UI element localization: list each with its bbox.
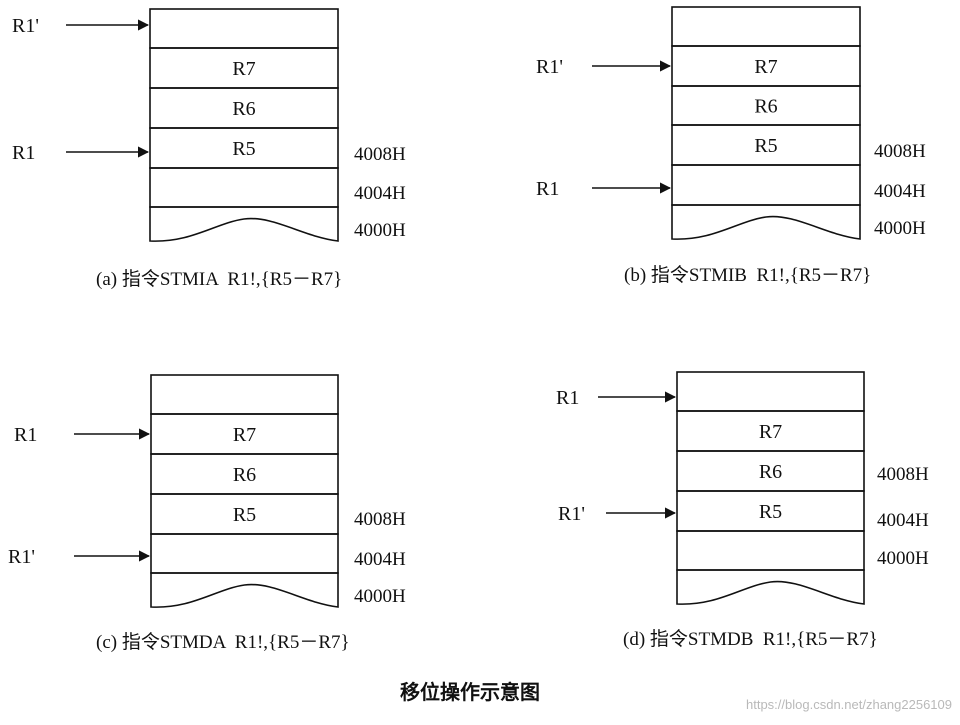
memory-cell bbox=[149, 8, 339, 49]
cell-label: R7 bbox=[754, 56, 777, 78]
cell-label: R5 bbox=[759, 501, 782, 523]
address-label: 4008H bbox=[354, 144, 406, 165]
address-label: 4004H bbox=[354, 183, 406, 204]
memory-cell bbox=[149, 167, 339, 208]
address-label: 4004H bbox=[354, 549, 406, 570]
address-label: 4000H bbox=[874, 218, 926, 239]
pointer-label: R1 bbox=[536, 178, 559, 200]
pointer-label: R1' bbox=[8, 546, 35, 568]
memory-cell bbox=[150, 374, 339, 415]
cell-label: R6 bbox=[232, 98, 255, 120]
watermark-text: https://blog.csdn.net/zhang2256109 bbox=[746, 697, 952, 712]
pointer-label: R1 bbox=[12, 142, 35, 164]
memory-cell-torn bbox=[150, 572, 339, 608]
address-label: 4008H bbox=[877, 464, 929, 485]
cell-label: R6 bbox=[754, 96, 777, 118]
memory-cell bbox=[671, 6, 861, 47]
memory-cell bbox=[676, 530, 865, 571]
memory-cell bbox=[671, 164, 861, 206]
memory-cell bbox=[676, 371, 865, 412]
panel-caption: (a) 指令STMIA R1!,{R5－R7} bbox=[96, 268, 342, 290]
cell-label: R5 bbox=[232, 138, 255, 160]
memory-cell-torn bbox=[149, 206, 339, 242]
address-label: 4000H bbox=[354, 586, 406, 607]
cell-label: R6 bbox=[233, 464, 256, 486]
address-label: 4008H bbox=[354, 509, 406, 530]
panel-caption: (c) 指令STMDA R1!,{R5－R7} bbox=[96, 631, 350, 653]
cell-label: R6 bbox=[759, 461, 782, 483]
memory-cell-torn bbox=[676, 569, 865, 605]
memory-cell bbox=[150, 533, 339, 574]
pointer-label: R1 bbox=[14, 424, 37, 446]
address-label: 4000H bbox=[877, 548, 929, 569]
address-label: 4000H bbox=[354, 220, 406, 241]
address-label: 4004H bbox=[877, 510, 929, 531]
pointer-label: R1 bbox=[556, 387, 579, 409]
memory-cell-torn bbox=[671, 204, 861, 240]
cell-label: R7 bbox=[759, 421, 782, 443]
address-label: 4004H bbox=[874, 181, 926, 202]
panel-caption: (d) 指令STMDB R1!,{R5－R7} bbox=[623, 628, 878, 650]
figure-title: 移位操作示意图 bbox=[400, 680, 540, 704]
pointer-label: R1' bbox=[558, 503, 585, 525]
pointer-label: R1' bbox=[536, 56, 563, 78]
cell-label: R7 bbox=[233, 424, 256, 446]
panel-caption: (b) 指令STMIB R1!,{R5－R7} bbox=[624, 264, 871, 286]
pointer-label: R1' bbox=[12, 15, 39, 37]
cell-label: R5 bbox=[233, 504, 256, 526]
cell-label: R5 bbox=[754, 135, 777, 157]
address-label: 4008H bbox=[874, 141, 926, 162]
cell-label: R7 bbox=[232, 58, 255, 80]
